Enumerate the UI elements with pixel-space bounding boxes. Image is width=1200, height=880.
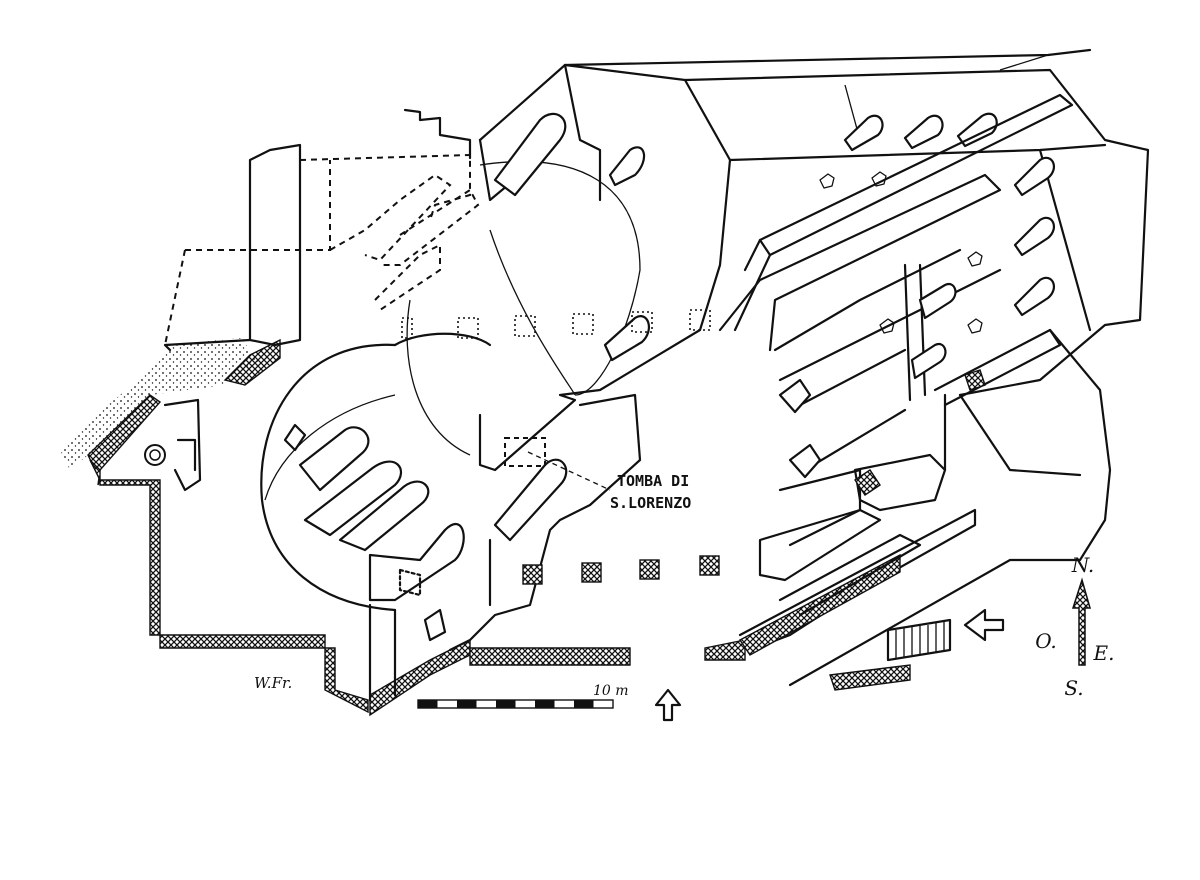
central-block-left <box>368 63 732 702</box>
dotted-pillars <box>401 309 711 339</box>
dashed-reconstruction <box>163 108 480 352</box>
entrance-arrow-right <box>963 608 1005 642</box>
compass: N. O. E. S. <box>1035 553 1114 700</box>
signature: W.Fr. <box>254 674 292 692</box>
scale-label: 10 m <box>593 683 629 699</box>
compass-south: S. <box>1064 676 1083 700</box>
compass-west: O. <box>1035 629 1057 653</box>
solid-pillars <box>522 555 720 585</box>
statue-figures <box>819 171 983 334</box>
scale-bar: 10 m <box>417 683 629 709</box>
compass-east: E. <box>1093 641 1115 665</box>
entrance-arrow-bottom <box>654 688 682 722</box>
outer-wall-left <box>60 338 746 717</box>
tomb-marker <box>504 437 611 491</box>
tomb-label-line1: TOMBA DI <box>617 472 689 490</box>
left-features <box>144 398 202 492</box>
compass-north: N. <box>1071 553 1095 577</box>
steps <box>886 618 952 662</box>
right-block <box>563 48 1150 691</box>
apse <box>260 161 641 642</box>
tomb-label-line2: S.LORENZO <box>610 494 691 512</box>
